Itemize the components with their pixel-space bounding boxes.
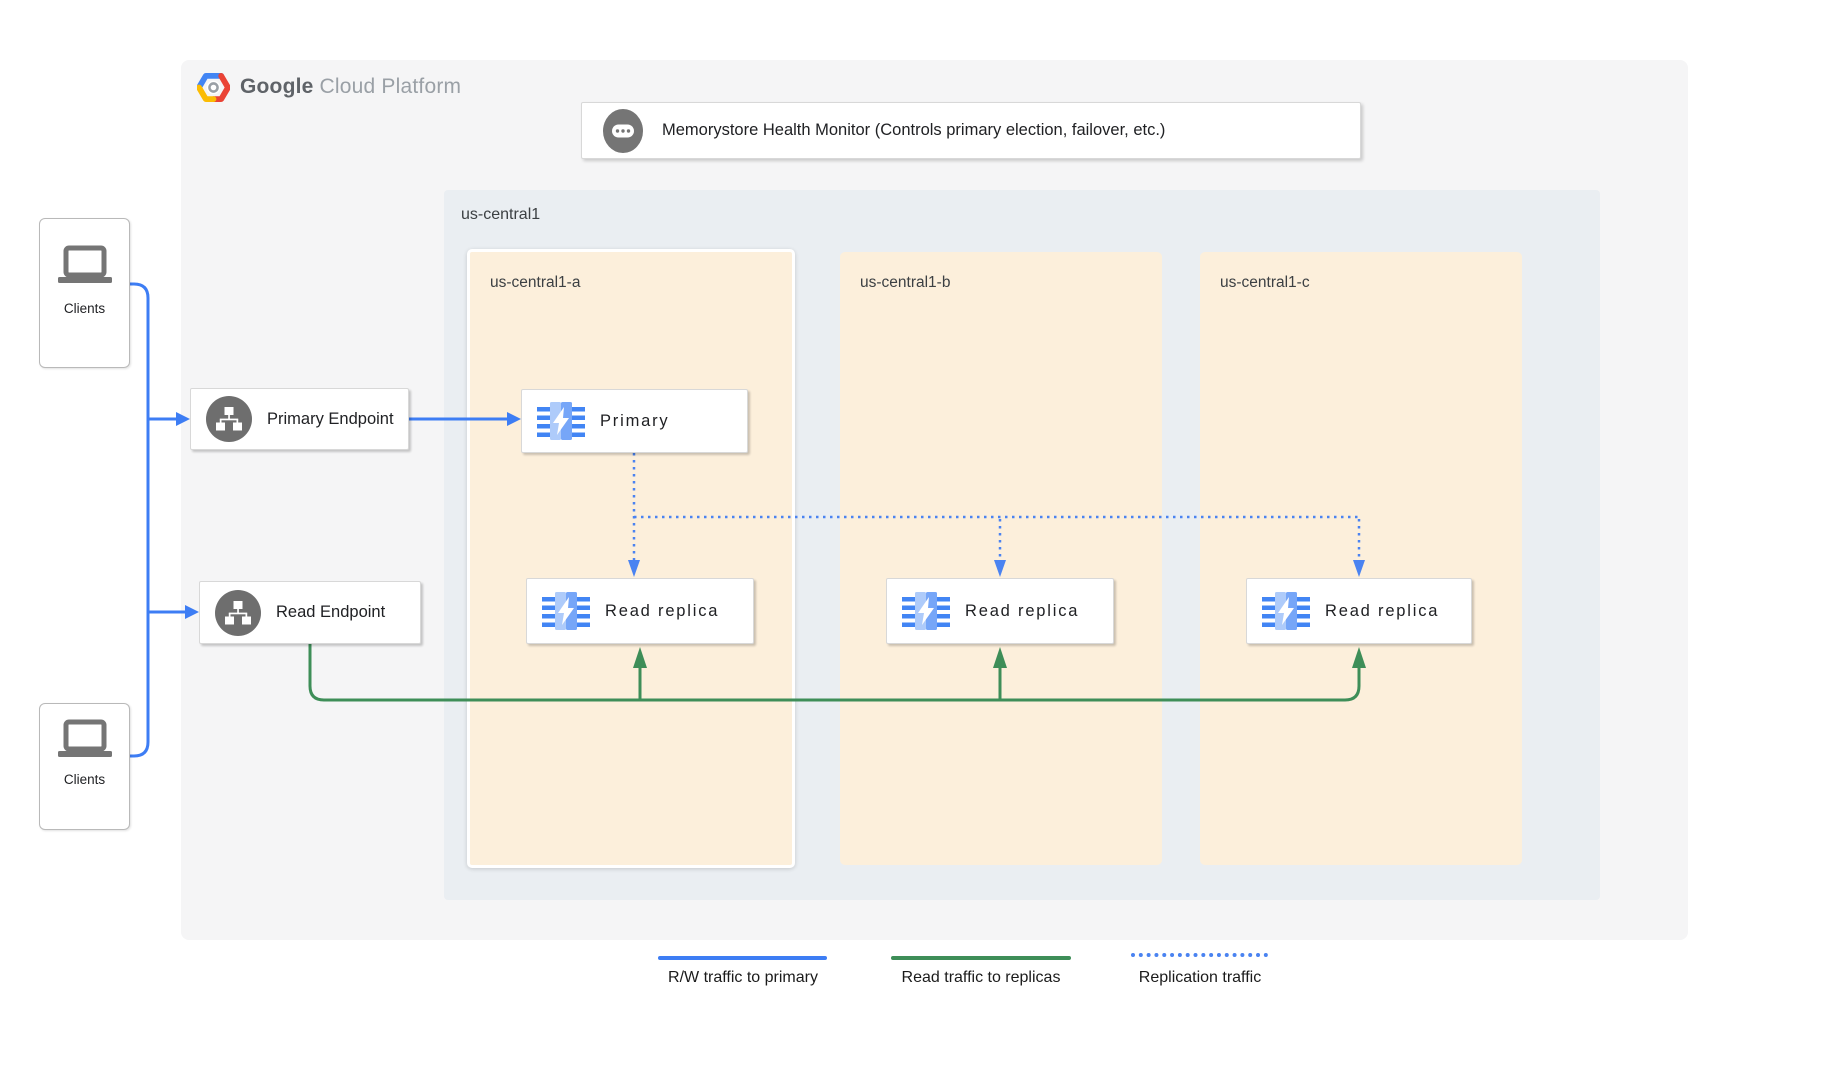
clients-top-label: Clients — [63, 301, 106, 316]
zone-c-label: us-central1-c — [1220, 274, 1310, 291]
read-endpoint-node: Read Endpoint — [199, 581, 421, 644]
region-label: us-central1 — [461, 206, 541, 223]
sitemap-icon — [206, 396, 252, 442]
primary-label: Primary — [600, 411, 670, 430]
read-endpoint-label: Read Endpoint — [276, 603, 386, 621]
health-monitor-label: Memorystore Health Monitor (Controls pri… — [662, 121, 1166, 139]
legend-line-read-traffic — [891, 956, 1071, 960]
zone-b-label: us-central1-b — [860, 274, 951, 291]
client-connector-line — [130, 282, 150, 758]
gcp-logo: Google Cloud Platform — [197, 70, 461, 104]
gcp-hexagon-icon — [197, 72, 230, 102]
memorystore-chip-icon — [542, 592, 590, 630]
chat-dots-icon — [603, 108, 643, 153]
primary-endpoint-label: Primary Endpoint — [267, 409, 394, 428]
read-replica-b-node: Read replica — [886, 578, 1114, 644]
clients-box-top: Clients — [39, 218, 130, 368]
health-monitor-node: Memorystore Health Monitor (Controls pri… — [581, 102, 1361, 159]
legend-label-rw-traffic: R/W traffic to primary — [668, 969, 818, 986]
read-replica-c-label: Read replica — [1325, 601, 1440, 620]
brand-cloud-platform-text: Cloud Platform — [319, 75, 462, 98]
read-replica-b-label: Read replica — [965, 601, 1080, 620]
legend-line-replication-traffic — [1131, 953, 1268, 957]
legend-label-read-traffic: Read traffic to replicas — [901, 969, 1061, 986]
clients-box-bottom: Clients — [39, 703, 130, 830]
memorystore-chip-icon — [1262, 592, 1310, 630]
memorystore-chip-icon — [537, 402, 585, 440]
legend-line-rw-traffic — [658, 956, 827, 960]
zone-us-central1-b: us-central1-b — [840, 252, 1162, 865]
primary-endpoint-node: Primary Endpoint — [190, 388, 409, 450]
read-replica-c-node: Read replica — [1246, 578, 1472, 644]
zone-a-label: us-central1-a — [490, 274, 581, 291]
read-replica-a-node: Read replica — [526, 578, 754, 644]
laptop-icon — [57, 719, 112, 757]
zone-us-central1-c: us-central1-c — [1200, 252, 1522, 865]
zone-us-central1-a: us-central1-a — [467, 249, 795, 868]
primary-node: Primary — [521, 389, 748, 453]
memorystore-chip-icon — [902, 592, 950, 630]
read-replica-a-label: Read replica — [605, 601, 720, 620]
brand-google-text: Google — [240, 75, 314, 98]
legend-label-replication-traffic: Replication traffic — [1138, 969, 1262, 986]
sitemap-icon — [215, 589, 261, 636]
clients-bottom-label: Clients — [63, 772, 106, 787]
laptop-icon — [57, 245, 112, 283]
